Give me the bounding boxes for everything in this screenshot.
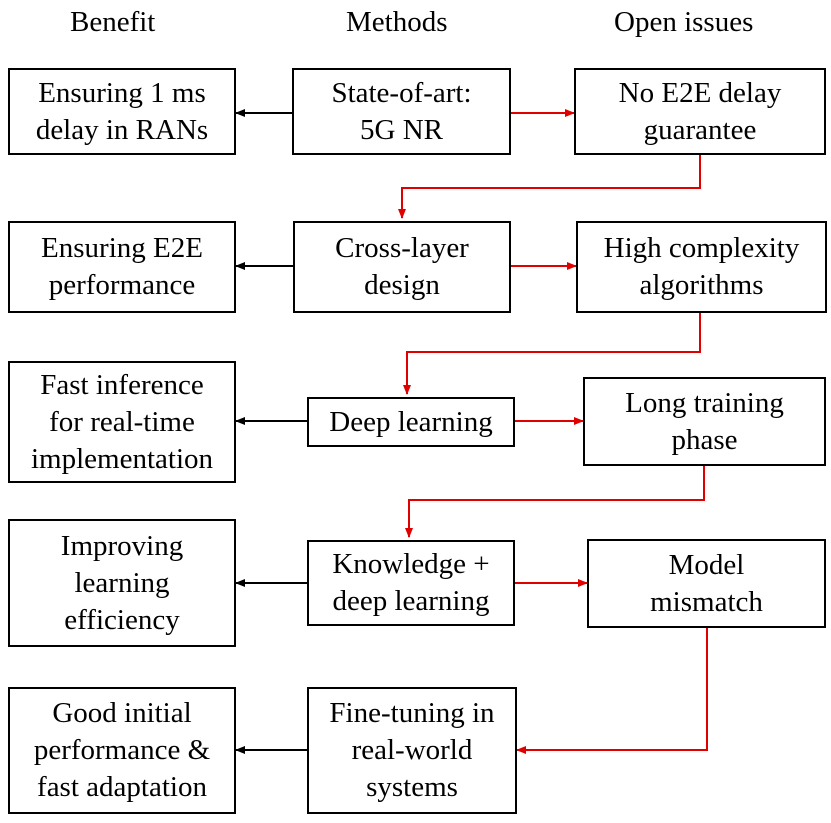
benefit-text: Ensuring E2E performance (41, 232, 203, 301)
benefit-text: Improving learning efficiency (60, 529, 184, 636)
arrow-issue-to-next-method-4 (516, 628, 708, 754)
header-methods: Methods (346, 6, 448, 38)
method-box: Fine-tuning in real-world systems (307, 687, 517, 814)
benefit-box: Ensuring 1 ms delay in RANs (8, 68, 236, 155)
issue-text: High complexity algorithms (603, 232, 800, 301)
method-text: Fine-tuning in real-world systems (329, 697, 495, 803)
benefit-text: Ensuring 1 ms delay in RANs (35, 76, 209, 146)
method-box: Knowledge + deep learning (307, 540, 515, 626)
method-box: State-of-art: 5G NR (292, 68, 511, 155)
header-open-issues: Open issues (614, 6, 754, 38)
method-text: Knowledge + deep learning (332, 548, 490, 617)
method-text: State-of-art: 5G NR (331, 76, 472, 146)
method-box: Deep learning (307, 397, 515, 447)
issue-box: Model mismatch (587, 539, 826, 628)
method-box: Cross-layer design (293, 221, 511, 313)
benefit-box: Ensuring E2E performance (8, 221, 236, 313)
issue-box: High complexity algorithms (576, 221, 827, 313)
arrow-issue-to-next-method-2 (403, 313, 701, 395)
benefit-box: Fast inference for real-time implementat… (8, 361, 236, 483)
method-text: Cross-layer design (335, 232, 469, 301)
benefit-text: Good initial performance & fast adaptati… (33, 697, 211, 803)
benefit-box: Good initial performance & fast adaptati… (8, 687, 236, 814)
issue-text: No E2E delay guarantee (618, 76, 782, 146)
benefit-text: Fast inference for real-time implementat… (30, 368, 213, 475)
issue-text: Model mismatch (650, 548, 763, 618)
issue-text: Long training phase (625, 386, 784, 456)
issue-box: No E2E delay guarantee (574, 68, 826, 155)
benefit-box: Improving learning efficiency (8, 519, 236, 647)
method-text: Deep learning (329, 405, 493, 438)
arrow-issue-to-next-method-1 (398, 155, 701, 219)
issue-box: Long training phase (583, 377, 826, 466)
header-benefit: Benefit (70, 6, 156, 38)
arrow-issue-to-next-method-3 (405, 466, 705, 538)
